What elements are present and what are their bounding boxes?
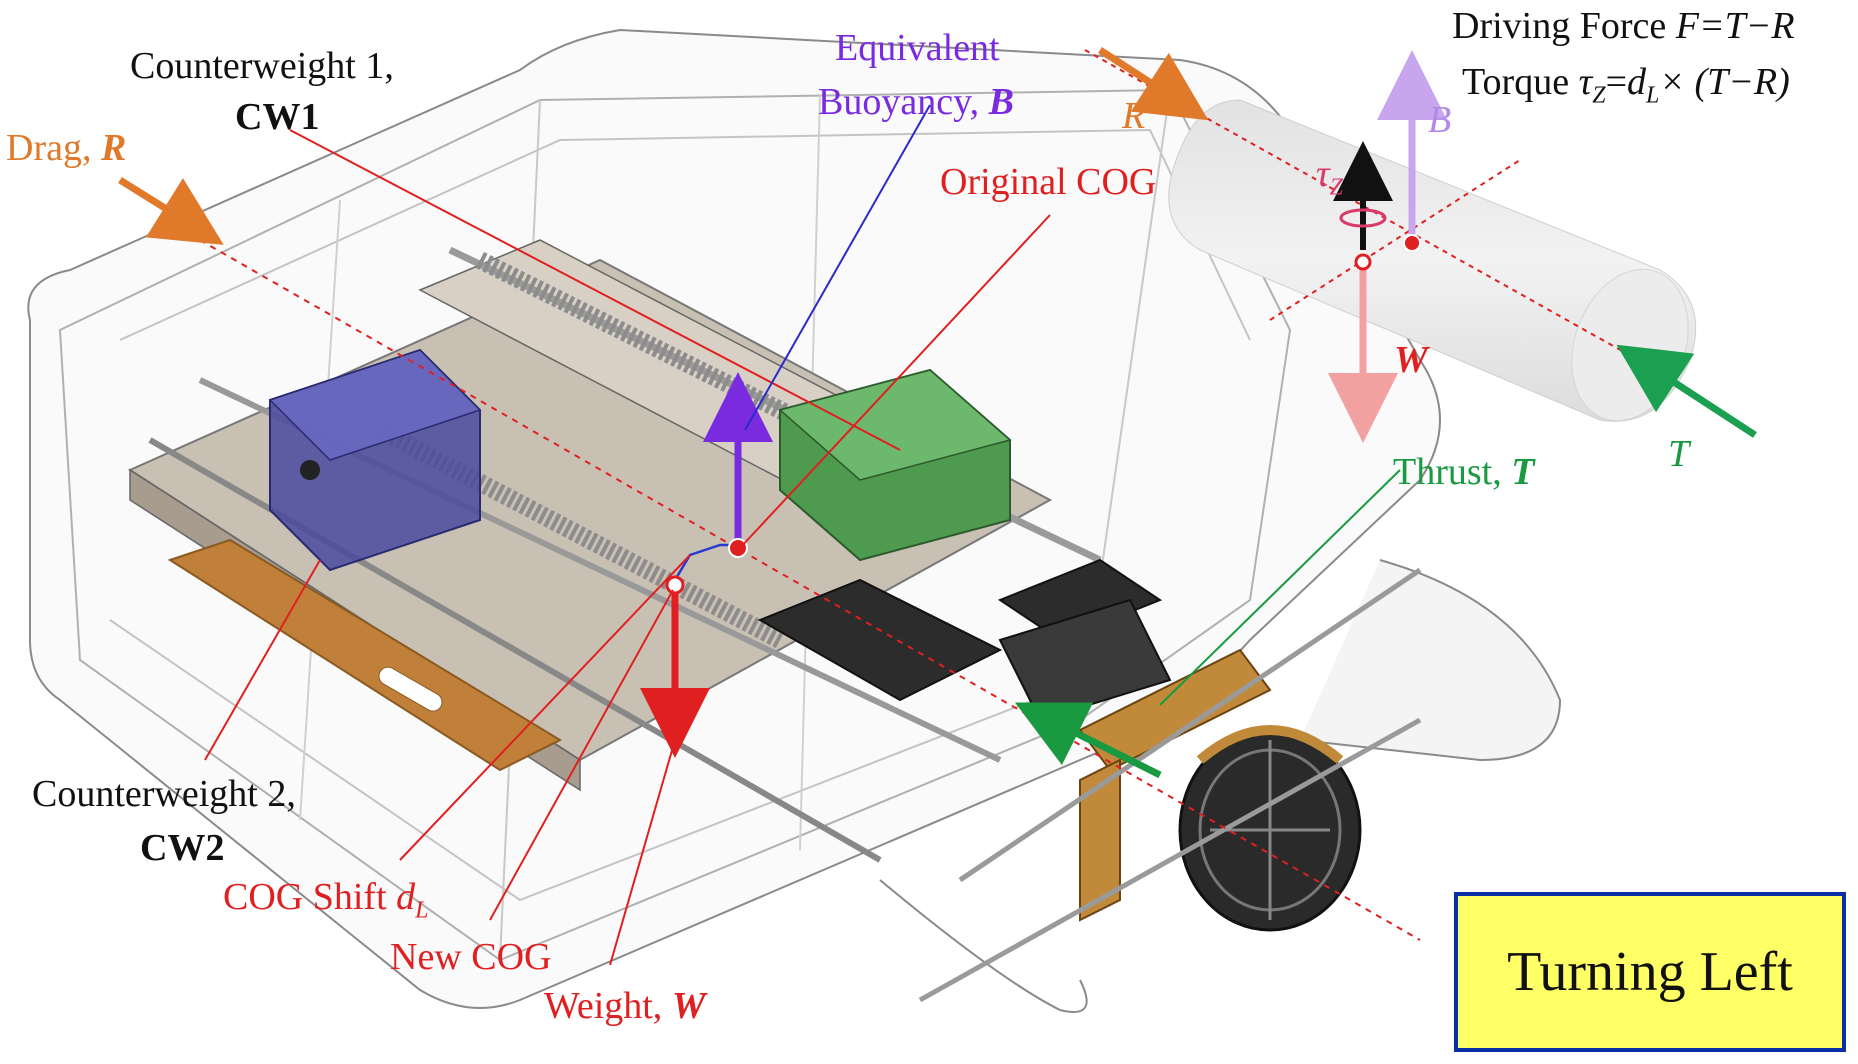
new-cog-marker	[665, 575, 685, 595]
thrust-label: Thrust, T	[1393, 450, 1534, 494]
original-cog-text: Original COG	[940, 161, 1157, 203]
buoyancy-label-line2: Buoyancy, B	[818, 80, 1014, 124]
inset-b-label: B	[1428, 99, 1452, 141]
leader-lines	[204, 104, 1401, 966]
cw1-label: Counterweight 1,	[130, 44, 394, 88]
inset-r-label: R	[1122, 95, 1146, 137]
buoyancy-symbol: B	[988, 81, 1014, 123]
cw1-code: CW1	[235, 96, 320, 138]
original-cog-marker	[728, 538, 748, 558]
cw1-label-code: CW1	[235, 95, 319, 139]
cw2-code: CW2	[140, 827, 225, 869]
inset-original-cog	[1403, 234, 1421, 252]
thrust-arrow	[1014, 702, 1162, 779]
torque-eq: =	[1605, 61, 1627, 103]
torque-prefix: Torque	[1462, 61, 1579, 103]
cw2-label-code: CW2	[140, 826, 224, 870]
new-cog-text: New COG	[390, 936, 552, 978]
inset-w-label: W	[1394, 339, 1428, 381]
inset-tau: τ	[1316, 153, 1330, 195]
drag-label: Drag, R	[6, 126, 126, 170]
cw2-label-line1: Counterweight 2,	[32, 773, 296, 815]
thruster-mount	[1078, 648, 1272, 922]
cw2-label: Counterweight 2,	[32, 772, 296, 816]
thrust-symbol: T	[1511, 451, 1535, 493]
cog-shift-sub: L	[415, 897, 429, 924]
weight-symbol: W	[671, 985, 706, 1027]
inset-driving-force: Driving Force F=T−R	[1452, 4, 1795, 48]
cog-shift-prefix: COG Shift	[223, 876, 397, 918]
cog-shift-symbol: d	[396, 876, 416, 918]
lower-plate	[167, 538, 563, 772]
inset-t-label: T	[1668, 433, 1690, 475]
torque-d: d	[1627, 61, 1646, 103]
original-cog-label: Original COG	[940, 160, 1156, 204]
thrust-prefix: Thrust,	[1393, 451, 1512, 493]
torque-tau-sub: Z	[1592, 82, 1606, 109]
torque-rest: × (T−R)	[1659, 61, 1790, 103]
lead-screw-lower	[375, 422, 785, 648]
inset-torque: Torque τZ=dL× (T−R)	[1462, 60, 1790, 118]
torque-d-sub: L	[1646, 82, 1660, 109]
motor-assembly	[757, 558, 1172, 722]
counterweight-2-block	[268, 348, 482, 572]
weight-prefix: Weight,	[544, 985, 672, 1027]
inset-thrust-arrow	[1616, 344, 1757, 438]
inset-rotation-icon	[1339, 208, 1387, 228]
drag-prefix: Drag,	[6, 127, 101, 169]
buoyancy-label-line1: Equivalent	[835, 26, 1000, 70]
weight-label: Weight, W	[544, 984, 706, 1028]
thruster-cage	[1178, 725, 1362, 932]
cw1-label-line1: Counterweight 1,	[130, 45, 394, 87]
turning-status-text: Turning Left	[1507, 941, 1793, 1003]
tie-rods	[918, 567, 1422, 1003]
new-cog-label: New COG	[390, 935, 551, 979]
buoyancy-prefix: Buoyancy,	[818, 81, 989, 123]
driving-force-prefix: Driving Force	[1452, 5, 1676, 47]
drag-arrow	[118, 177, 224, 245]
turning-status-box: Turning Left	[1454, 892, 1846, 1052]
lead-screw-upper	[475, 251, 905, 479]
drag-symbol: R	[100, 127, 127, 169]
inset-tau-sub: Z	[1329, 174, 1343, 201]
cog-shift-label: COG Shift dL	[223, 875, 429, 933]
inset-new-cog	[1354, 253, 1372, 271]
inset-tau-label: τZ	[1316, 152, 1343, 210]
driving-force-expr: F=T−R	[1675, 5, 1795, 47]
buoyancy-line1: Equivalent	[835, 27, 1000, 69]
torque-tau: τ	[1578, 61, 1593, 103]
inset-drag-arrow	[1098, 47, 1209, 121]
